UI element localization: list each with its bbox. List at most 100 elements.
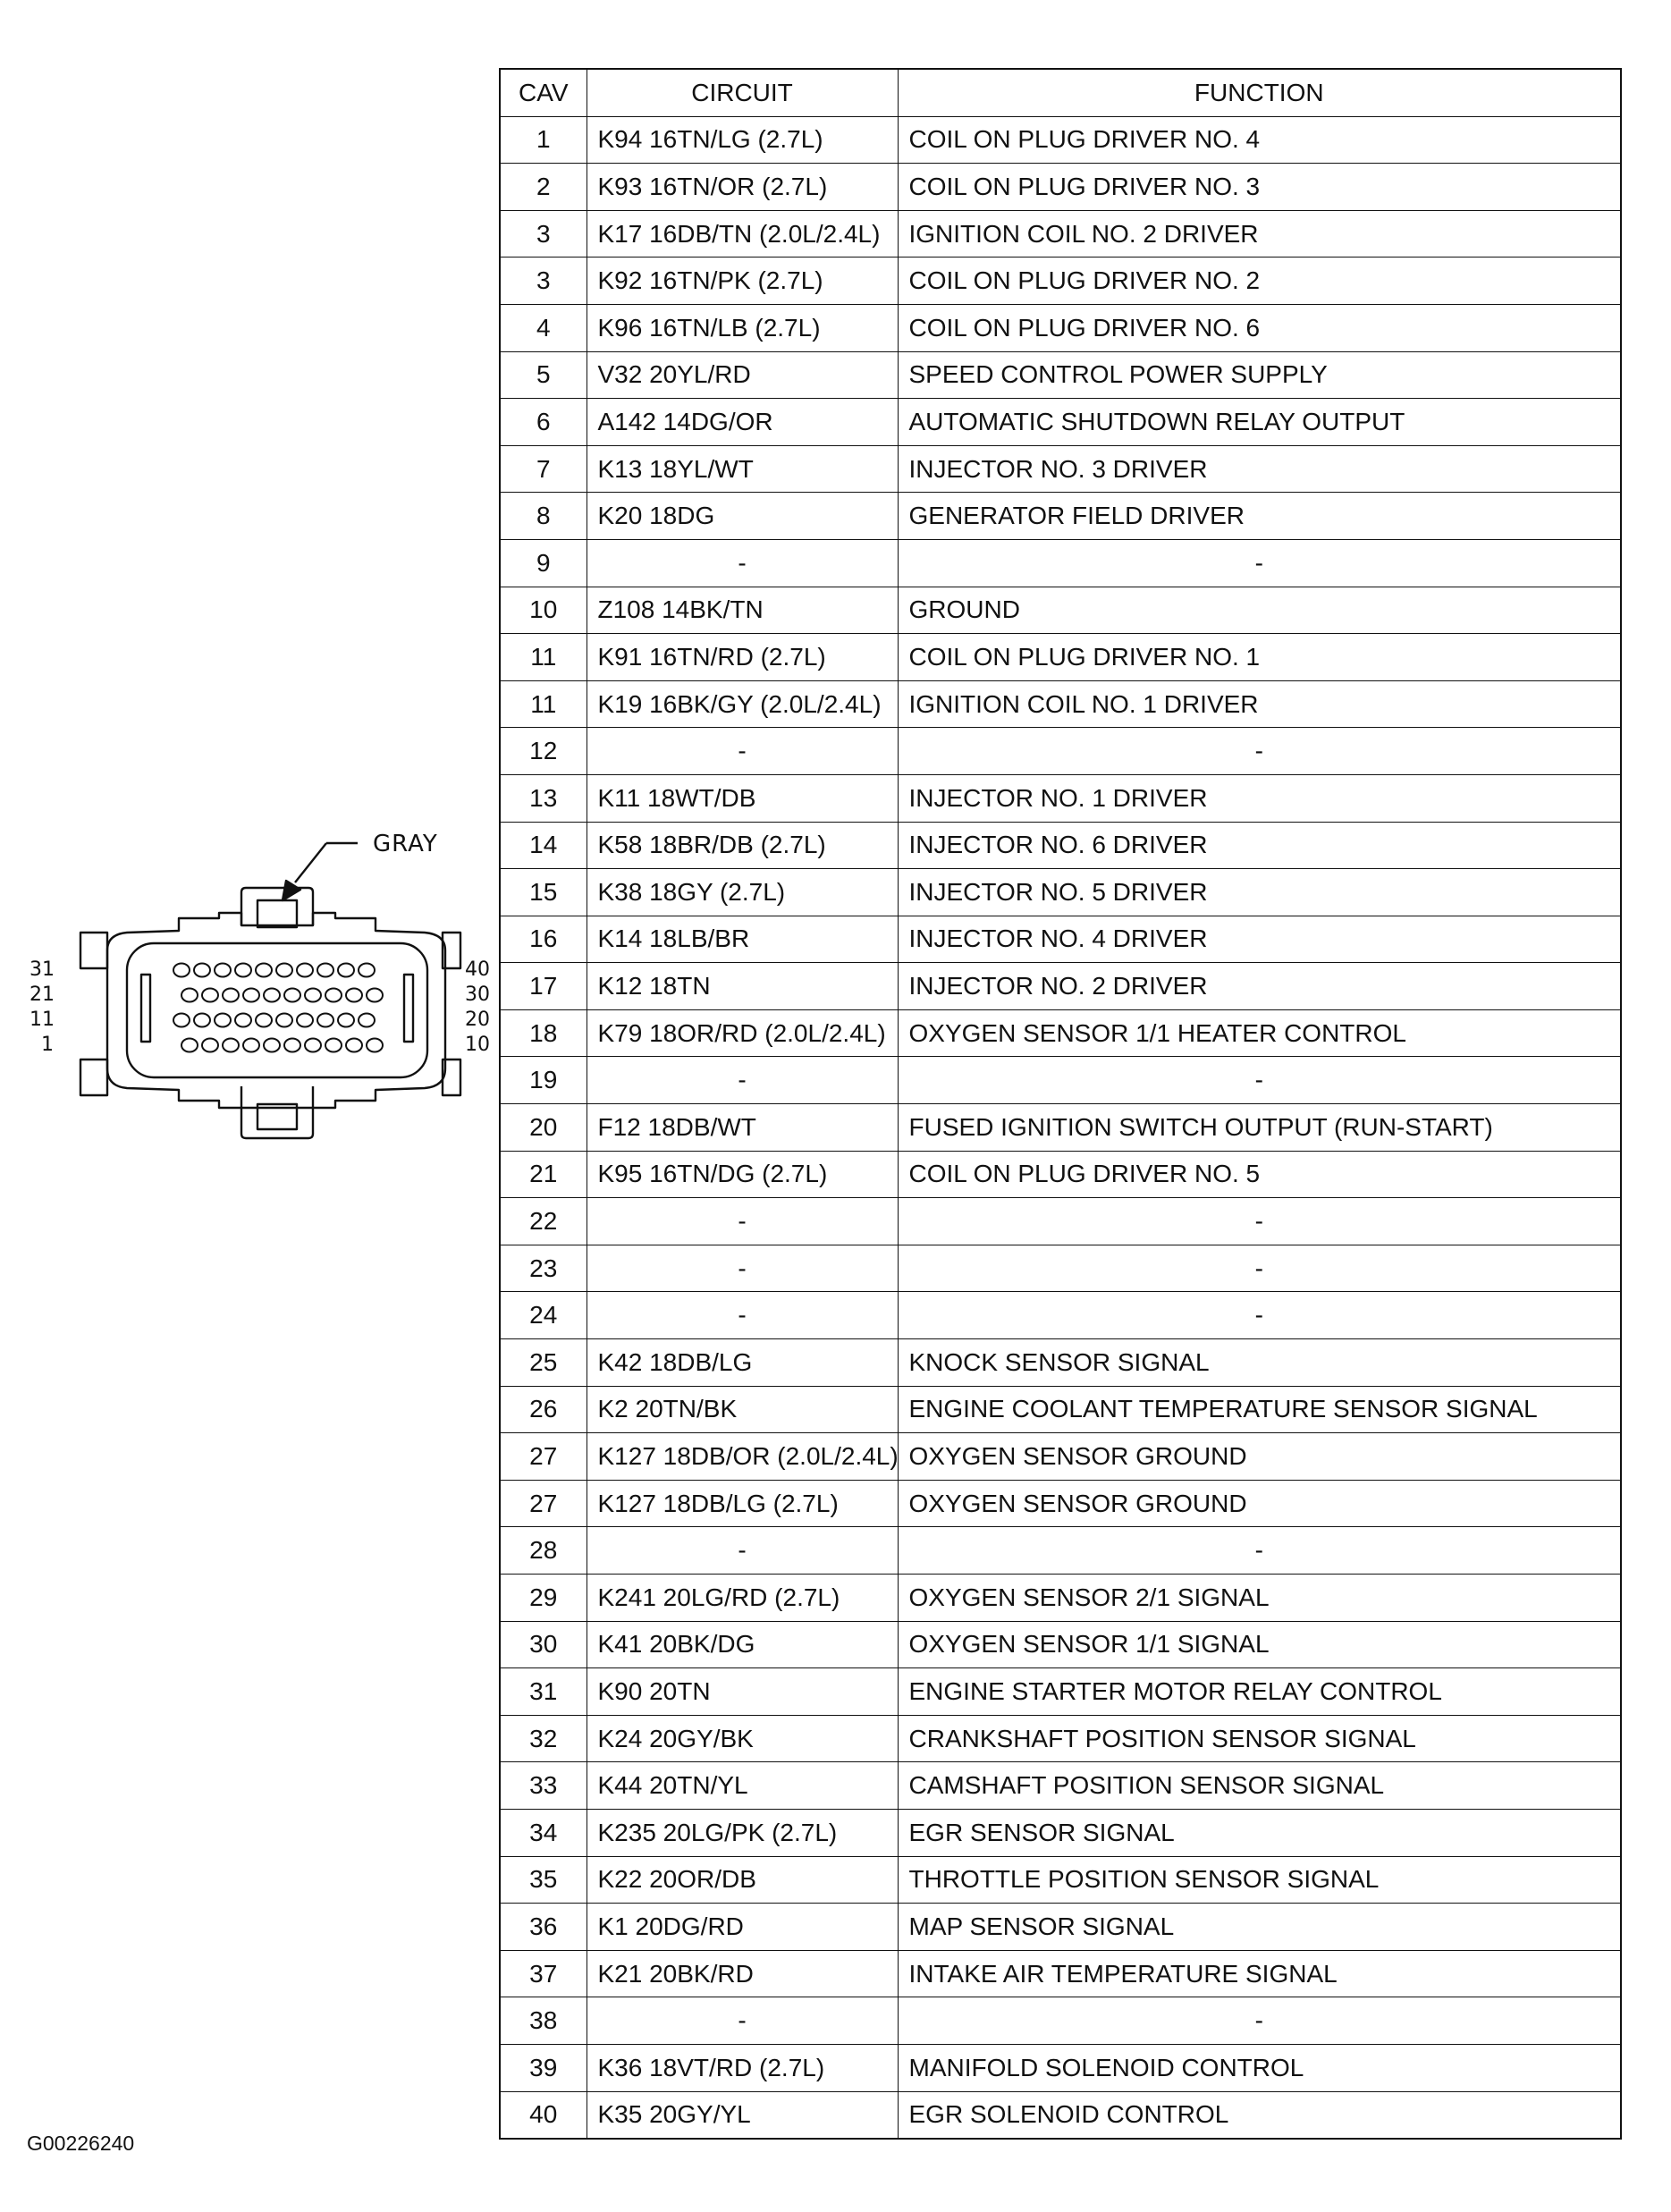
connector-cavity [296,962,314,978]
right-tab-top [441,931,462,970]
connector-cavity [201,987,219,1003]
cav-cell: 24 [499,1291,587,1340]
connector-cavity [193,1012,211,1028]
circuit-cell: K58 18BR/DB (2.7L) [586,821,899,870]
function-cell: - [897,1197,1622,1245]
function-cell: INJECTOR NO. 3 DRIVER [897,444,1622,494]
function-cell: INJECTOR NO. 4 DRIVER [897,915,1622,964]
table-row: 38-- [499,1997,1622,2045]
function-cell: - [897,1291,1622,1340]
function-cell: COIL ON PLUG DRIVER NO. 3 [897,163,1622,211]
function-cell: AUTOMATIC SHUTDOWN RELAY OUTPUT [897,398,1622,446]
table-row: 24-- [499,1291,1622,1340]
connector-cavity [222,1037,240,1053]
function-cell: - [897,1056,1622,1105]
cav-cell: 33 [499,1761,587,1810]
function-cell: OXYGEN SENSOR GROUND [897,1432,1622,1481]
table-row: 22-- [499,1197,1622,1245]
connector-cavity [304,987,322,1003]
connector-cavity [181,987,198,1003]
circuit-cell: K36 18VT/RD (2.7L) [586,2043,899,2092]
circuit-cell: K95 16TN/DG (2.7L) [586,1150,899,1199]
function-cell: COIL ON PLUG DRIVER NO. 4 [897,115,1622,165]
cav-cell: 9 [499,538,587,587]
cav-cell: 3 [499,209,587,258]
cav-cell: 30 [499,1620,587,1669]
cav-cell: 12 [499,727,587,775]
left-tab-bottom [79,1058,109,1097]
function-cell: ENGINE STARTER MOTOR RELAY CONTROL [897,1667,1622,1716]
cav-cell: 4 [499,303,587,352]
circuit-cell: K21 20BK/RD [586,1949,899,1998]
cav-cell: 38 [499,1997,587,2045]
connector-cavity [337,962,355,978]
cav-cell: 20 [499,1103,587,1152]
connector-cavity [366,1037,384,1053]
header-circuit: CIRCUIT [586,68,899,117]
color-label-arrow-line [294,842,327,883]
cavity-grid [173,962,384,1053]
connector-cavity [366,987,384,1003]
connector-cavity [181,1037,198,1053]
circuit-cell: K241 20LG/RD (2.7L) [586,1574,899,1622]
circuit-cell: F12 18DB/WT [586,1103,899,1152]
connector-cavity [242,1037,260,1053]
cav-cell: 19 [499,1056,587,1105]
circuit-cell: - [586,1291,899,1340]
cav-cell: 36 [499,1903,587,1951]
circuit-cell: K35 20GY/YL [586,2090,899,2140]
left-rib [139,973,152,1043]
cav-cell: 27 [499,1432,587,1481]
function-cell: OXYGEN SENSOR 2/1 SIGNAL [897,1574,1622,1622]
cav-cell: 25 [499,1338,587,1387]
circuit-cell: K14 18LB/BR [586,915,899,964]
cav-cell: 16 [499,915,587,964]
connector-cavity [304,1037,322,1053]
function-cell: - [897,1526,1622,1575]
function-cell: INJECTOR NO. 1 DRIVER [897,773,1622,823]
circuit-cell: K42 18DB/LG [586,1338,899,1387]
connector-cavity [263,987,281,1003]
cav-cell: 11 [499,633,587,681]
circuit-cell: K90 20TN [586,1667,899,1716]
cav-cell: 15 [499,868,587,916]
function-cell: - [897,1997,1622,2045]
right-pin-label-30: 30 [465,984,490,1006]
left-pin-label-11: 11 [30,1009,55,1031]
cav-cell: 27 [499,1479,587,1528]
circuit-cell: K11 18WT/DB [586,773,899,823]
function-cell: IGNITION COIL NO. 2 DRIVER [897,209,1622,258]
connector-cavity [337,1012,355,1028]
circuit-cell: K2 20TN/BK [586,1385,899,1434]
function-cell: INTAKE AIR TEMPERATURE SIGNAL [897,1949,1622,1998]
connector-cavity [214,1012,232,1028]
cav-cell: 8 [499,492,587,540]
function-cell: EGR SENSOR SIGNAL [897,1808,1622,1857]
cav-cell: 26 [499,1385,587,1434]
circuit-cell: K17 16DB/TN (2.0L/2.4L) [586,209,899,258]
cav-cell: 11 [499,680,587,729]
function-cell: COIL ON PLUG DRIVER NO. 6 [897,303,1622,352]
cav-cell: 3 [499,257,587,305]
circuit-cell: K19 16BK/GY (2.0L/2.4L) [586,680,899,729]
function-cell: OXYGEN SENSOR 1/1 SIGNAL [897,1620,1622,1669]
circuit-cell: K127 18DB/OR (2.0L/2.4L) [586,1432,899,1481]
function-cell: MANIFOLD SOLENOID CONTROL [897,2043,1622,2092]
